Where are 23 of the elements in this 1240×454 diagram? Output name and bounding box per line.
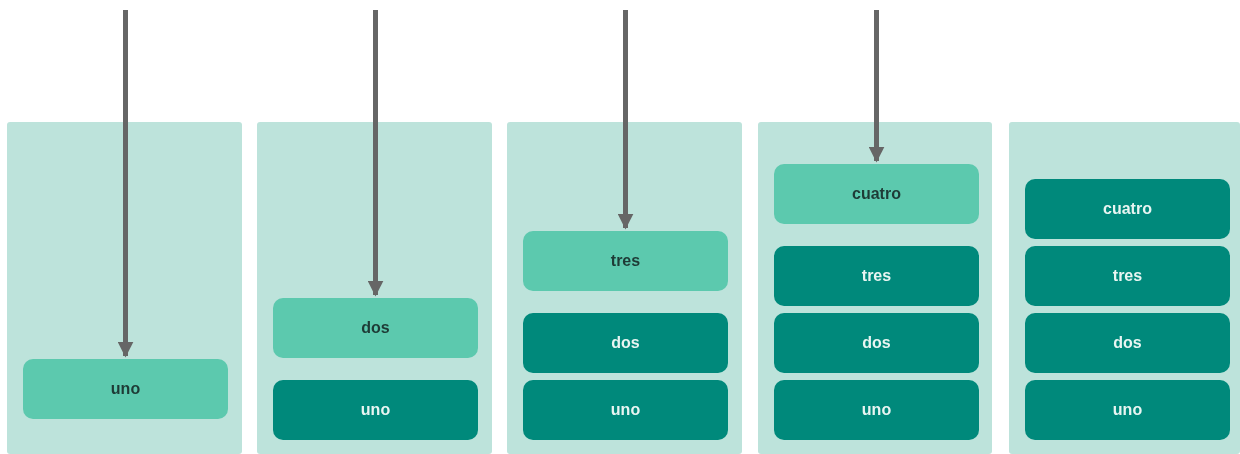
stack-item-box: tres [774,246,979,306]
arrow [367,10,384,297]
stack-item-box: dos [523,313,728,373]
new-item-box: uno [23,359,228,419]
arrow [868,10,885,163]
stack-panel [1009,122,1240,454]
new-item-box: dos [273,298,478,358]
new-item-box: cuatro [774,164,979,224]
stack-panel [257,122,492,454]
stack-panel [758,122,992,454]
stack-panel [507,122,742,454]
stack-item-box: cuatro [1025,179,1230,239]
stack-panel [7,122,242,454]
new-item-box: tres [523,231,728,291]
stack-item-box: uno [523,380,728,440]
arrow [617,10,634,230]
stack-item-box: dos [774,313,979,373]
stack-item-box: tres [1025,246,1230,306]
stack-item-box: uno [273,380,478,440]
arrow [117,10,134,358]
stack-item-box: uno [1025,380,1230,440]
stack-item-box: dos [1025,313,1230,373]
stack-item-box: uno [774,380,979,440]
